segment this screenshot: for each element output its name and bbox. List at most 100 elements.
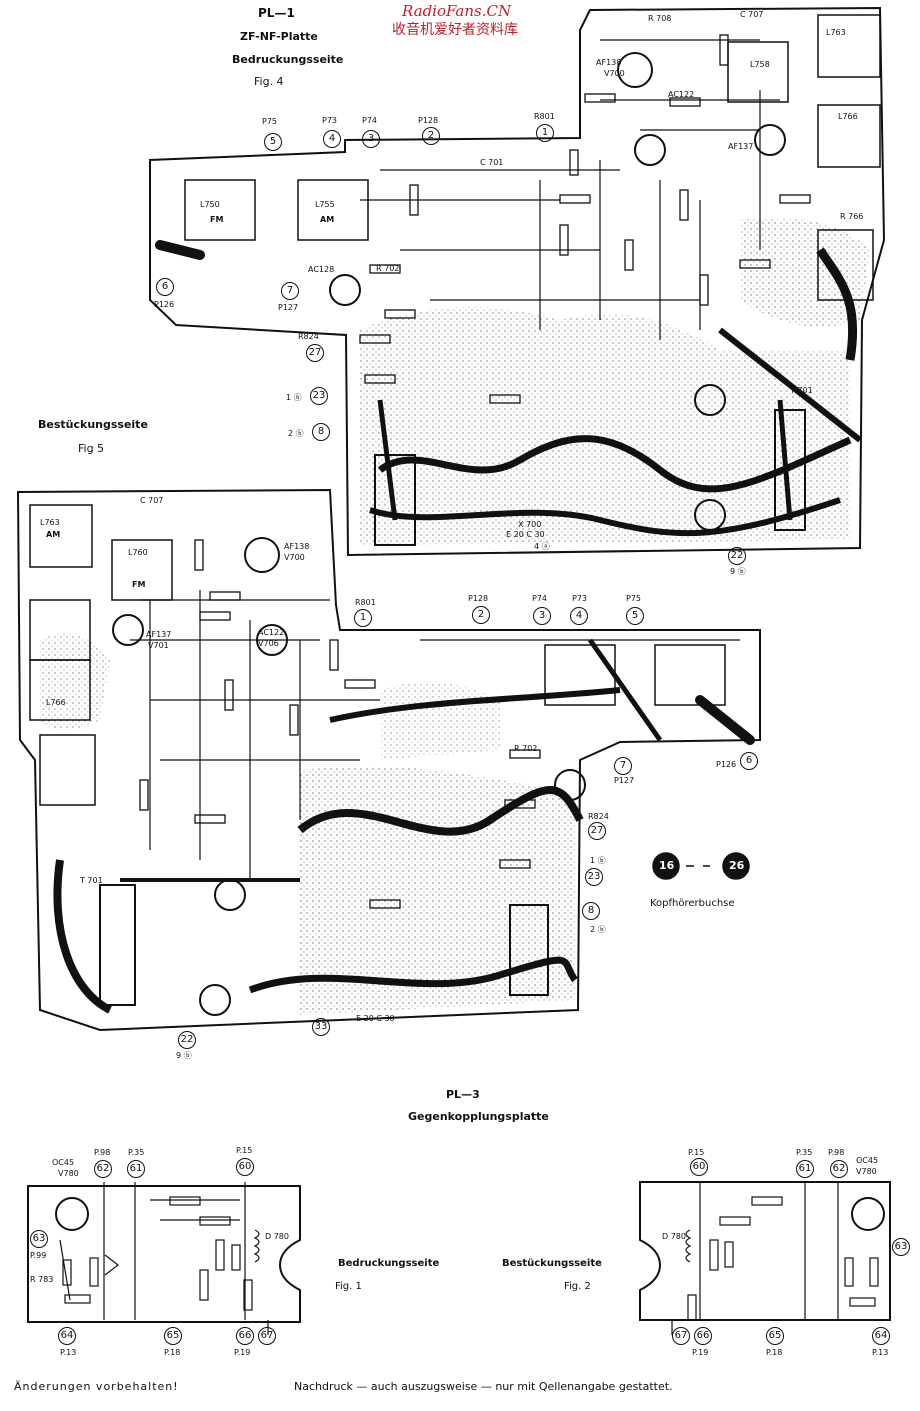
pl3-terminal-65-left: 65 (164, 1327, 182, 1345)
label-c701: C 701 (480, 158, 504, 167)
pl3-terminal-67-left: 67 (258, 1327, 276, 1345)
label-v706-bottom: V706 (258, 639, 279, 648)
pl3-p98-right: P.98 (828, 1148, 845, 1157)
pl3-p19-left: P.19 (234, 1348, 251, 1357)
pl3-terminal-66-left: 66 (236, 1327, 254, 1345)
tp-p128-bottom: P128 (468, 594, 489, 603)
terminal-27-bottom: 27 (588, 822, 606, 840)
headphone-label: Kopfhörerbuchse (650, 898, 735, 909)
label-t701-bottom: T 701 (80, 876, 103, 885)
terminal-4-bottom: 4 (570, 607, 588, 625)
pl3-terminal-60-right: 60 (690, 1158, 708, 1176)
mode-fm-bottom: FM (132, 580, 146, 589)
terminal-3-top: 3 (362, 130, 380, 148)
pl1-side-print: Bedruckungsseite (232, 53, 344, 66)
tp-p74: P74 (362, 116, 378, 125)
label-v701-bottom: V701 (148, 641, 169, 650)
tp-r801-bottom: R801 (355, 598, 376, 607)
pl3-p18-right: P.18 (766, 1348, 783, 1357)
tp-1b-top: 1 ⓑ (286, 393, 302, 402)
label-v700: V700 (604, 69, 625, 78)
pl3-r783-left: R 783 (30, 1275, 54, 1284)
pl3-p18-left: P.18 (164, 1348, 181, 1357)
terminal-27-top: 27 (306, 344, 324, 362)
pl3-terminal-66-right: 66 (694, 1327, 712, 1345)
board-top-fig4 (149, 6, 886, 557)
terminal-5-top: 5 (264, 133, 282, 151)
pl3-terminal-62-left: 62 (94, 1160, 112, 1178)
headphone-pin-b: 26 (729, 859, 745, 872)
mode-fm-top: FM (210, 215, 224, 224)
pl1-fig-assembly: Fig 5 (78, 442, 105, 455)
watermark-subtitle: 收音机爱好者资料库 (392, 22, 518, 38)
pl1-fig-print: Fig. 4 (254, 75, 284, 88)
pl3-side-assembly: Bestückungsseite (502, 1258, 602, 1269)
terminal-4-top: 4 (323, 130, 341, 148)
pl3-d780-left: D 780 (265, 1232, 289, 1241)
pl3-terminal-63-left: 63 (30, 1230, 48, 1248)
terminal-33-bottom: 33 (312, 1018, 330, 1036)
label-l766-bottom: L766 (46, 698, 66, 707)
board-pl3-fig1 (27, 1182, 301, 1335)
terminal-23-bottom: 23 (585, 868, 603, 886)
pl3-title: PL—3 (446, 1088, 480, 1101)
pl3-side-print: Bedruckungsseite (338, 1258, 440, 1269)
label-r700: R 702 (376, 264, 400, 273)
tp-9b-top: 9 ⓑ (730, 567, 746, 576)
board-pl3-fig2 (639, 1181, 891, 1335)
label-l766: L766 (838, 112, 858, 121)
terminal-22-bottom: 22 (178, 1031, 196, 1049)
terminal-2-top: 2 (422, 127, 440, 145)
tp-r824: R824 (298, 332, 319, 341)
pl3-v780-left: V780 (58, 1169, 79, 1178)
mode-am-top: AM (320, 215, 335, 224)
tp-p127: P127 (278, 303, 299, 312)
terminal-1-top: 1 (536, 124, 554, 142)
tp-r801: R801 (534, 112, 555, 121)
tp-p73: P73 (322, 116, 338, 125)
label-ac128: AC128 (308, 265, 335, 274)
pl3-p13-left: P.13 (60, 1348, 77, 1357)
pl3-oc45-right: OC45 (856, 1156, 879, 1165)
pl3-p13-right: P.13 (872, 1348, 889, 1357)
tp-r824-bottom: R824 (588, 812, 609, 821)
label-r766: R 766 (840, 212, 864, 221)
label-r700-bottom: R 702 (514, 744, 538, 753)
label-ac122: AC122 (668, 90, 695, 99)
label-af137-bottom: AF137 (146, 630, 172, 639)
label-l755: L755 (315, 200, 335, 209)
terminal-23-top: 23 (310, 387, 328, 405)
terminal-1-bottom: 1 (354, 609, 372, 627)
pl3-d780-right: D 780 (662, 1232, 686, 1241)
pl3-p35-left: P.35 (128, 1148, 145, 1157)
tp-2b-top: 2 ⓑ (288, 429, 304, 438)
terminal-5-bottom: 5 (626, 607, 644, 625)
pl1-title: PL—1 (258, 6, 295, 20)
pl3-subtitle: Gegenkopplungsplatte (408, 1110, 549, 1123)
pl3-terminal-65-right: 65 (766, 1327, 784, 1345)
pl3-p15-left: P.15 (236, 1146, 253, 1155)
pl3-terminal-67-right: 67 (672, 1327, 690, 1345)
tp-p126: P126 (154, 300, 175, 309)
tp-p74-bottom: P74 (532, 594, 548, 603)
tp-p126-bottom: P126 (716, 760, 737, 769)
board-bottom-fig5 (16, 488, 761, 1032)
label-x700: X 700 (518, 520, 542, 529)
pl3-terminal-64-right: 64 (872, 1327, 890, 1345)
pl3-terminal-62-right: 62 (830, 1160, 848, 1178)
footer-right: Nachdruck — auch auszugsweise — nur mit … (294, 1380, 673, 1393)
label-t701: T 701 (790, 386, 813, 395)
tp-9b-bottom: 9 ⓑ (176, 1051, 192, 1060)
tp-4a-top: 4 ⓐ (534, 542, 550, 551)
label-l760-bottom: L760 (128, 548, 148, 557)
pl3-terminal-61-left: 61 (127, 1160, 145, 1178)
pl3-terminal-63-right: 63 (892, 1238, 910, 1256)
label-af137: AF137 (728, 142, 754, 151)
pl1-side-assembly: Bestückungsseite (38, 418, 148, 431)
tp-p73-bottom: P73 (572, 594, 588, 603)
tp-2b-bottom: 2 ⓑ (590, 925, 606, 934)
pl1-subtitle: ZF-NF-Platte (240, 30, 318, 43)
label-l763-bottom: L763 (40, 518, 60, 527)
pl3-terminal-60-left: 60 (236, 1158, 254, 1176)
